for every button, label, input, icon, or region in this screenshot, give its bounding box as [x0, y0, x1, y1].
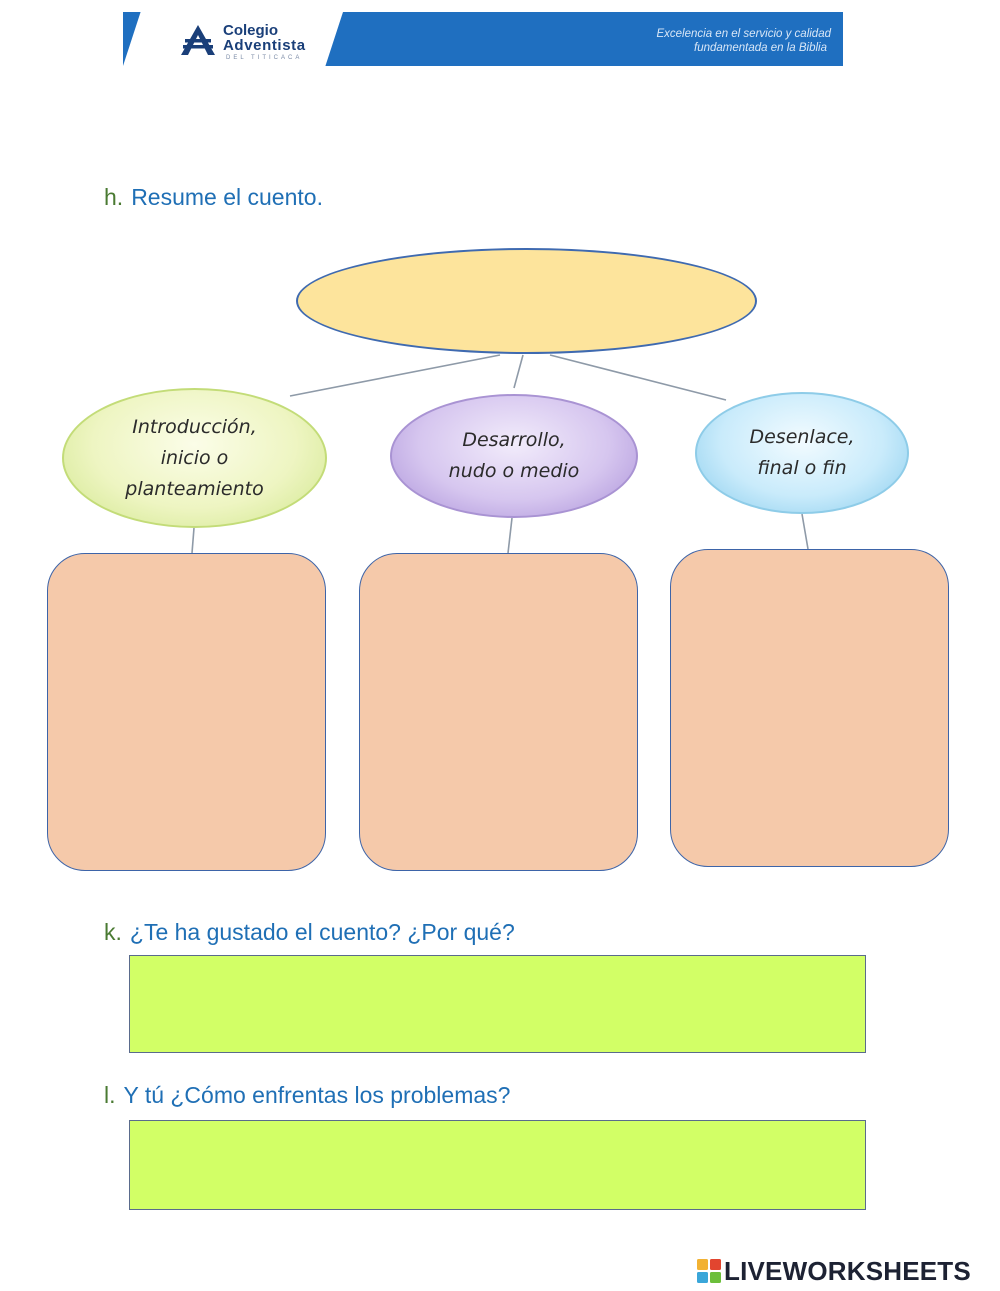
liveworksheets-logo-icon: [697, 1259, 721, 1283]
school-name-line3: DEL TITICACA: [226, 55, 303, 61]
question-k-text: ¿Te ha gustado el cuento? ¿Por qué?: [129, 919, 515, 945]
header-banner: Colegio Adventista DEL TITICACA Excelenc…: [123, 12, 843, 66]
node-introduccion-line3: planteamiento: [125, 477, 264, 500]
node-desenlace-line1: Desenlace,: [749, 426, 855, 448]
question-l-letter: l.: [104, 1082, 116, 1108]
node-introduccion-line1: Introducción,: [132, 415, 257, 438]
question-h-text: Resume el cuento.: [131, 184, 323, 210]
node-desarrollo-line2: nudo o medio: [448, 460, 580, 482]
node-desarrollo-line1: Desarrollo,: [462, 429, 566, 451]
question-h-letter: h.: [104, 184, 124, 210]
liveworksheets-wordmark: LIVEWORKSHEETS: [724, 1256, 971, 1286]
node-desarrollo: Desarrollo, nudo o medio: [390, 394, 638, 518]
question-k: k. ¿Te ha gustado el cuento? ¿Por qué?: [104, 918, 515, 946]
connector-intro-box: [191, 527, 195, 554]
school-name-line1: Colegio: [223, 22, 278, 39]
story-title-field[interactable]: [296, 248, 757, 354]
connector-title-end: [549, 354, 727, 401]
node-desenlace-line2: final o fin: [757, 457, 847, 479]
answer-field-k[interactable]: [129, 955, 866, 1053]
connector-title-dev: [513, 354, 524, 389]
motto-line2: fundamentada en la Biblia: [694, 42, 827, 54]
school-name-line2: Adventista: [223, 37, 306, 54]
node-introduccion-line2: inicio o: [160, 446, 229, 469]
question-k-letter: k.: [104, 919, 122, 945]
liveworksheets-brand: LIVEWORKSHEETS: [697, 1256, 971, 1286]
node-introduccion: Introducción, inicio o planteamiento: [62, 388, 327, 528]
answer-field-l[interactable]: [129, 1120, 866, 1210]
question-h: h. Resume el cuento.: [104, 183, 323, 211]
answer-box-desenlace[interactable]: [670, 549, 949, 867]
answer-box-desarrollo[interactable]: [359, 553, 638, 871]
question-l: l. Y tú ¿Cómo enfrentas los problemas?: [104, 1081, 510, 1109]
connector-dev-box: [507, 517, 513, 554]
connector-end-box: [801, 513, 809, 550]
school-logo-panel: Colegio Adventista DEL TITICACA: [123, 12, 343, 66]
node-desenlace: Desenlace, final o fin: [695, 392, 909, 514]
answer-box-introduccion[interactable]: [47, 553, 326, 871]
motto-line1: Excelencia en el servicio y calidad: [656, 28, 831, 40]
connector-title-intro: [289, 354, 501, 397]
school-logo-icon: [181, 25, 215, 55]
question-l-text: Y tú ¿Cómo enfrentas los problemas?: [123, 1082, 511, 1108]
